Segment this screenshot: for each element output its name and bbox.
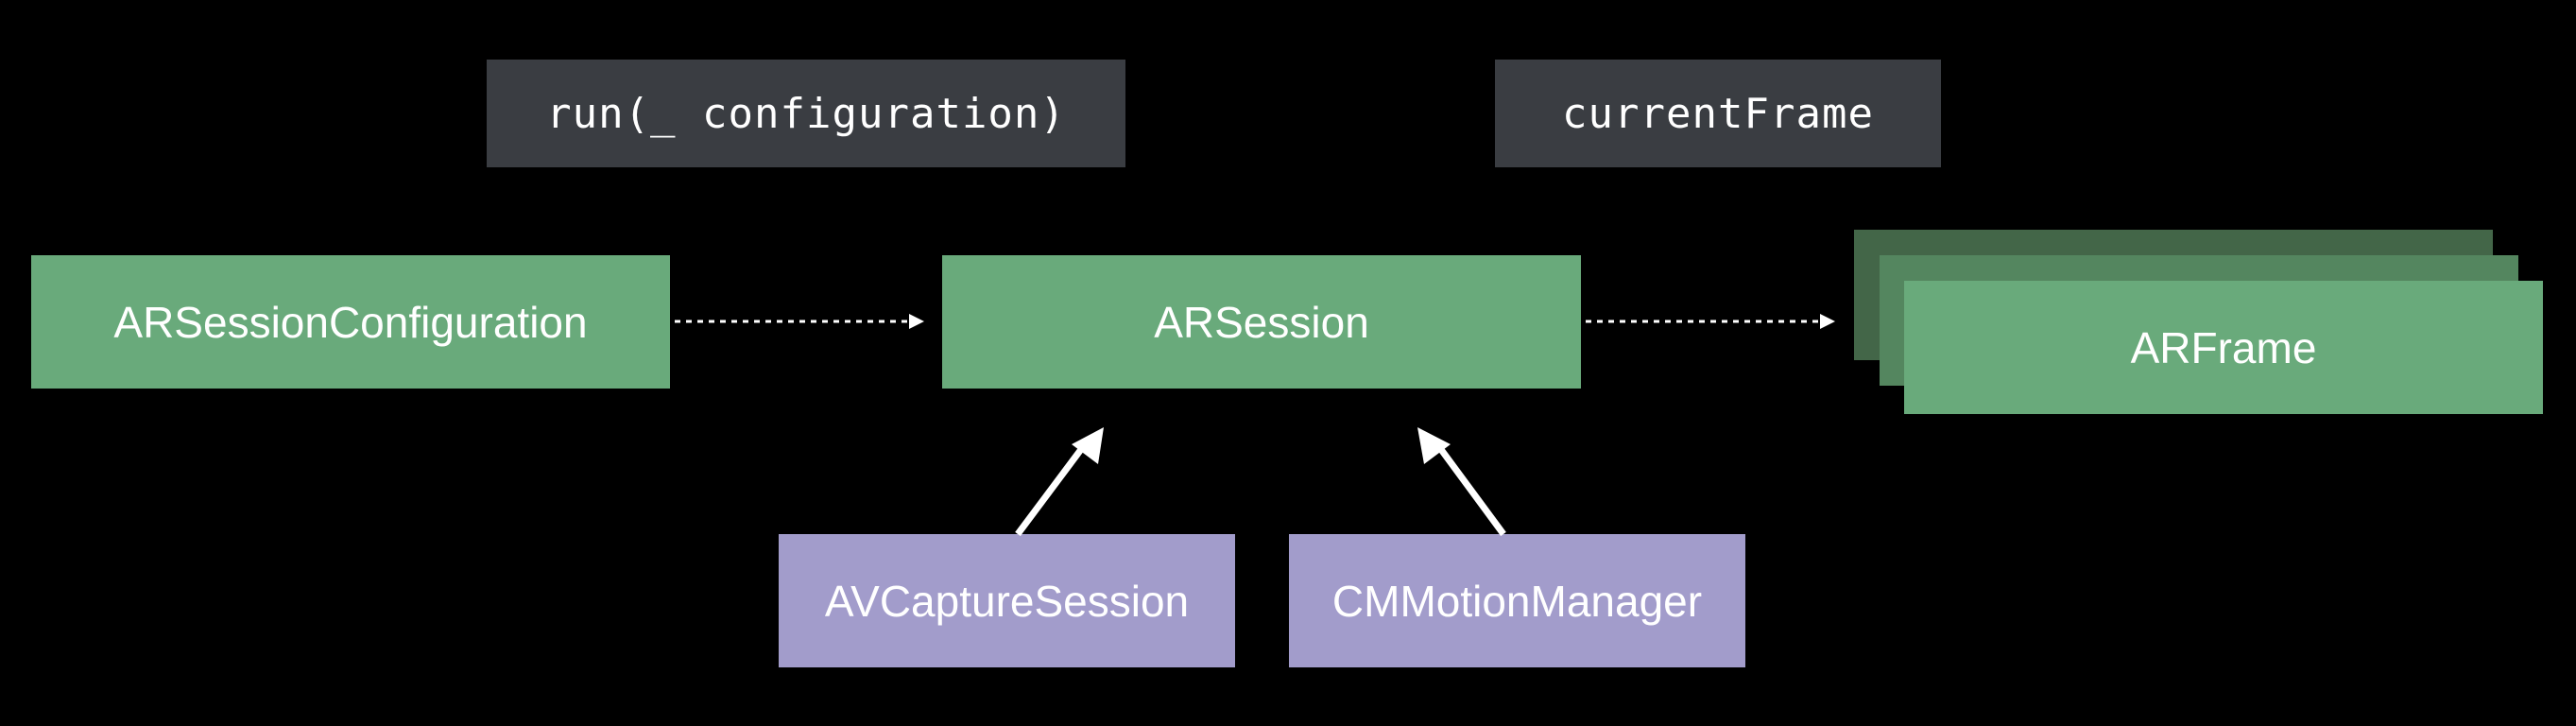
ar-session-box: ARSession	[942, 255, 1581, 389]
cm-motion-manager-box: CMMotionManager	[1289, 534, 1745, 667]
run-configuration-label: run(_ configuration)	[487, 60, 1125, 167]
ar-frame-box: ARFrame	[1904, 281, 2543, 414]
solid-arrow-capture-to-session	[1015, 427, 1104, 537]
ar-frame-text: ARFrame	[2130, 322, 2317, 372]
solid-arrow-motion-to-session	[1417, 427, 1506, 537]
run-configuration-text: run(_ configuration)	[546, 89, 1066, 138]
current-frame-label: currentFrame	[1495, 60, 1941, 167]
av-capture-session-text: AVCaptureSession	[824, 576, 1190, 626]
av-capture-session-box: AVCaptureSession	[779, 534, 1235, 667]
dotted-arrow-session-to-frame	[1586, 314, 1835, 329]
ar-session-configuration-text: ARSessionConfiguration	[113, 297, 588, 347]
ar-session-text: ARSession	[1154, 297, 1369, 347]
cm-motion-manager-text: CMMotionManager	[1331, 576, 1703, 626]
dotted-arrow-config-to-session	[675, 314, 924, 329]
current-frame-text: currentFrame	[1562, 89, 1874, 138]
ar-session-configuration-box: ARSessionConfiguration	[31, 255, 670, 389]
